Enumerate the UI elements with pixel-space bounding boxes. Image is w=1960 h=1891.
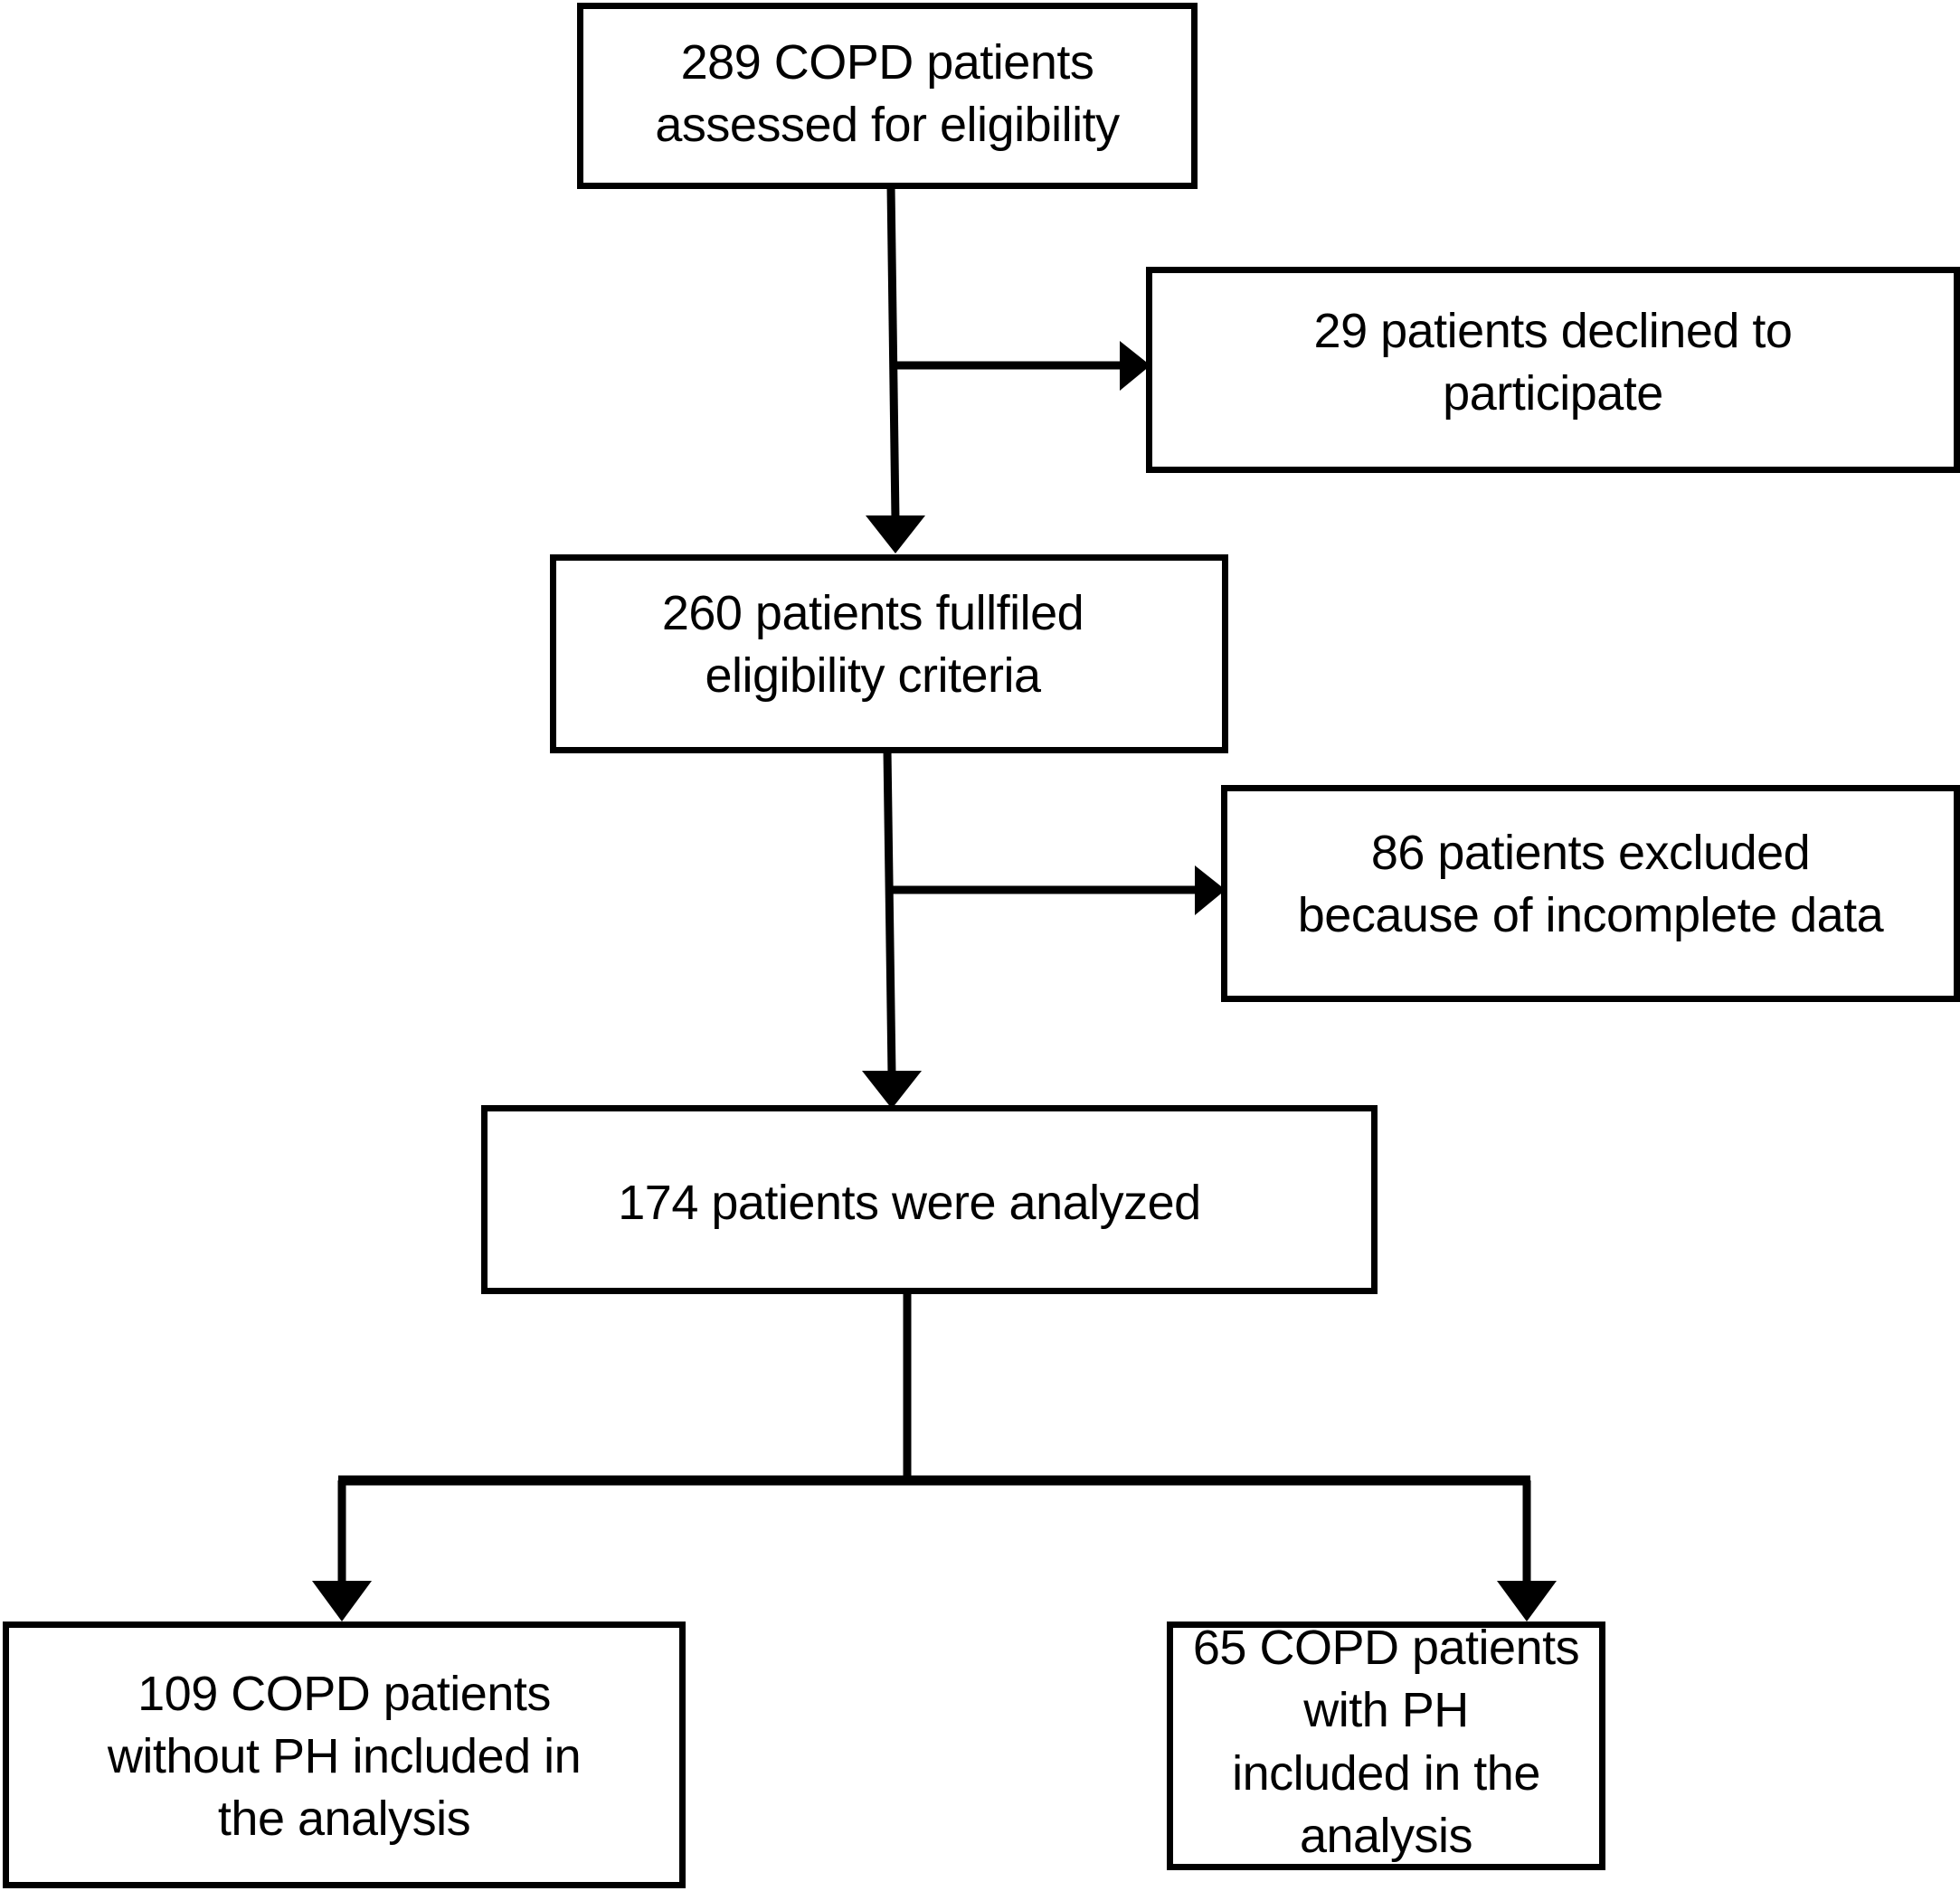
node-patients-analyzed: 174 patients were analyzed — [481, 1105, 1378, 1294]
node-analyzed-label: 174 patients were analyzed — [618, 1175, 1201, 1230]
node-copd-with-ph: 65 COPD patients with PH included in the… — [1167, 1621, 1605, 1870]
node-eligible-label: 260 patients fullfiled eligibility crite… — [661, 585, 1084, 703]
node-excluded-label: 86 patients excluded because of incomple… — [1297, 825, 1884, 942]
node-assessed-for-eligibility: 289 COPD patients assessed for eligibili… — [577, 3, 1198, 189]
node-with-ph-label: 65 COPD patients with PH included in the… — [1192, 1621, 1580, 1863]
node-fulfilled-eligibility-criteria: 260 patients fullfiled eligibility crite… — [550, 554, 1228, 753]
node-declined-to-participate: 29 patients declined to participate — [1146, 267, 1960, 473]
edge-assessed-to-declined — [892, 341, 1150, 391]
node-excluded-incomplete-data: 86 patients excluded because of incomple… — [1221, 785, 1960, 1002]
node-assessed-label: 289 COPD patients assessed for eligibili… — [655, 34, 1120, 152]
node-without-ph-label: 109 COPD patients without PH included in… — [107, 1666, 582, 1847]
edge-eligible-to-analyzed — [862, 750, 922, 1109]
node-declined-label: 29 patients declined to participate — [1313, 303, 1793, 421]
node-copd-without-ph: 109 COPD patients without PH included in… — [3, 1622, 686, 1888]
edge-analyzed-split — [312, 1291, 1557, 1622]
edge-eligible-to-excluded — [888, 865, 1226, 915]
edge-assessed-to-eligible — [866, 185, 925, 553]
